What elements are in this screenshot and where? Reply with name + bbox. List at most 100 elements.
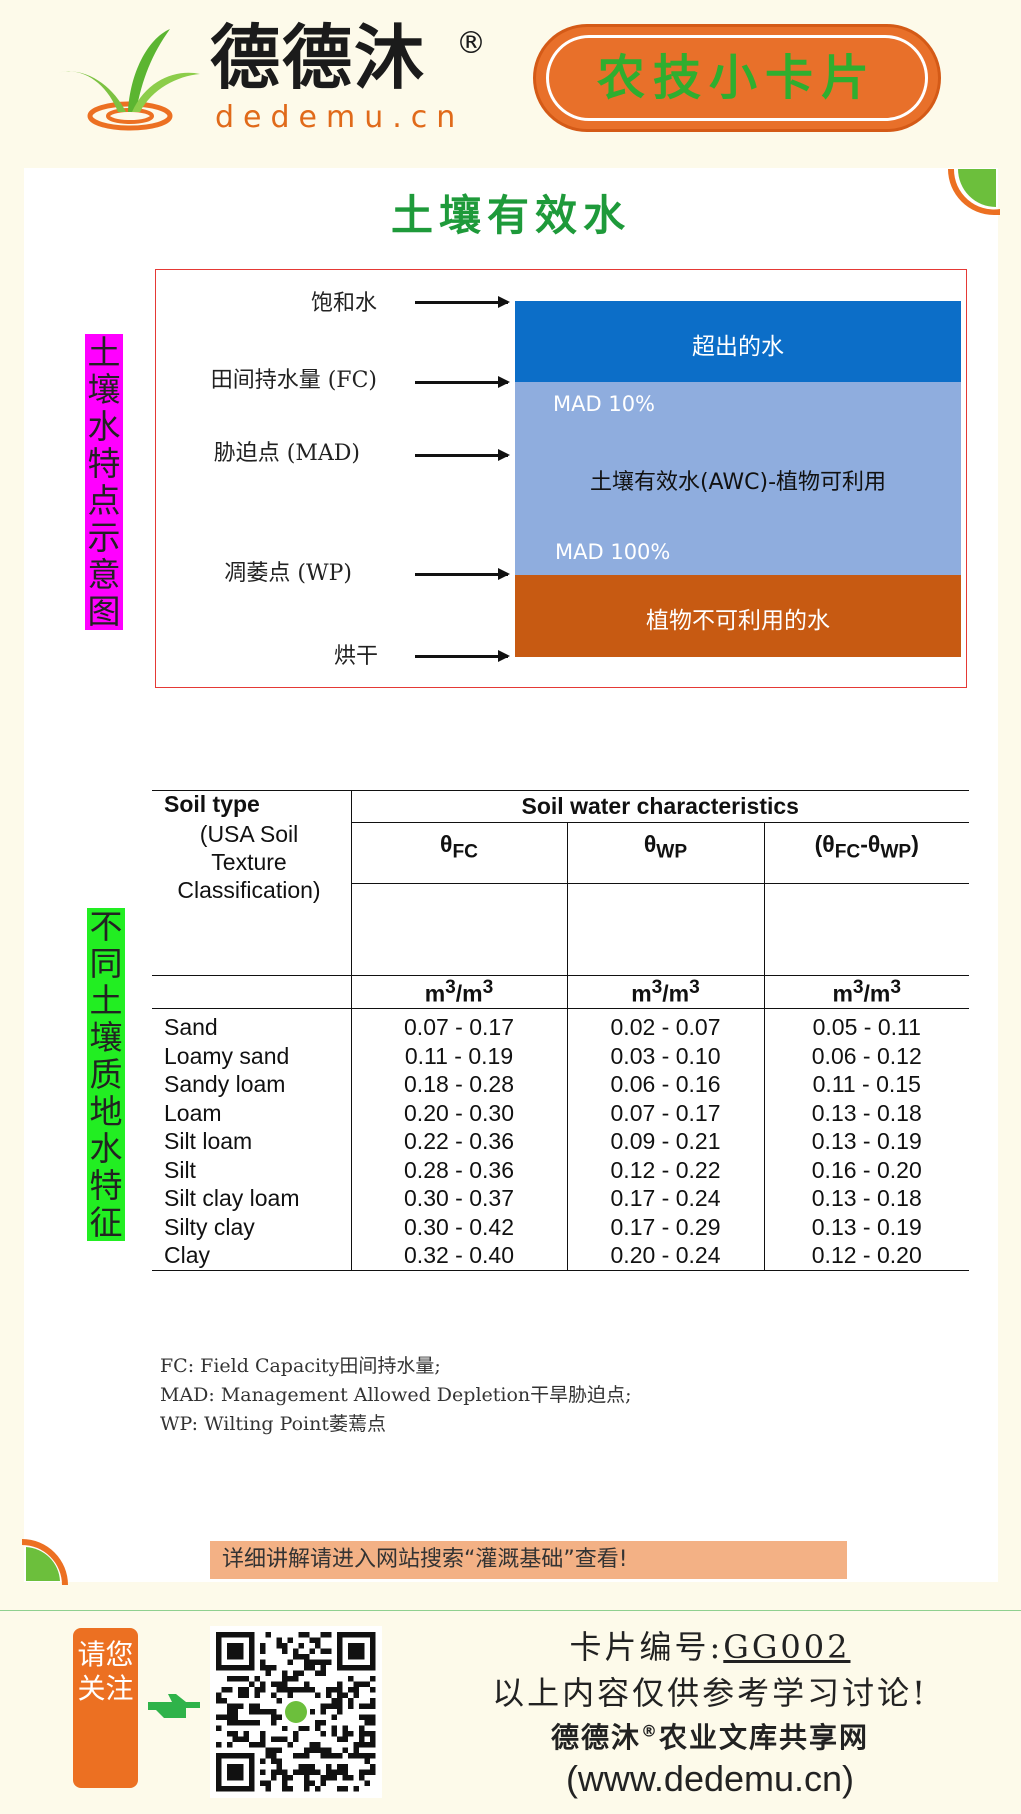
- value-cell: 0.06 - 0.12: [811, 1042, 922, 1069]
- value-cell: 0.28 - 0.36: [351, 1155, 568, 1184]
- value-cell: 0.07 - 0.17: [567, 1098, 765, 1127]
- soil-type-cell: Silt: [152, 1155, 352, 1184]
- value-cell: 0.16 - 0.20: [811, 1156, 922, 1183]
- value-cell: 0.18 - 0.28: [351, 1070, 568, 1099]
- site-name: 德德沐®农业文库共享网: [550, 1721, 870, 1754]
- soil-type-header: Soil type (USA Soil Texture Classificati…: [152, 790, 352, 976]
- value-cell: 0.12 - 0.22: [567, 1155, 765, 1184]
- qr-code-icon: [216, 1632, 376, 1792]
- value-cell: 0.32 - 0.40: [351, 1241, 568, 1270]
- value-cell: 0.06 - 0.16: [567, 1070, 765, 1099]
- registered-mark: ®: [456, 26, 486, 61]
- card-type-badge: [533, 24, 941, 132]
- value-cell: 0.20 - 0.24: [567, 1241, 765, 1270]
- note-wp: WP: Wilting Point萎蔫点: [160, 1413, 386, 1435]
- card-number: 卡片编号:GG002: [569, 1628, 851, 1666]
- note-mad: MAD: Management Allowed Depletion干旱胁迫点;: [160, 1384, 632, 1406]
- arrow-icon: [415, 376, 510, 388]
- value-cell: 0.05 - 0.11: [812, 1014, 921, 1040]
- unit-diff: m3/m3: [832, 976, 902, 1007]
- value-cell: 0.07 - 0.17: [351, 1008, 568, 1042]
- blank-cell: [152, 975, 352, 1009]
- blank-cell: [764, 884, 969, 976]
- soil-type-cell: Loam: [152, 1098, 352, 1127]
- zone-unavailable-water: 植物不可利用的水: [515, 575, 961, 657]
- value-cell: 0.11 - 0.19: [351, 1041, 568, 1070]
- card-type-badge-ring: [546, 35, 928, 121]
- col-header-theta-diff: (θFC-θWP): [764, 822, 969, 884]
- blank-cell: [351, 883, 568, 976]
- zone-awc-label: 土壤有效水(AWC)-植物可利用: [589, 470, 887, 495]
- value-cell: 0.12 - 0.20: [811, 1242, 922, 1268]
- disclaimer: 以上内容仅供参考学习讨论!: [492, 1674, 928, 1712]
- zone-excess-label: 超出的水: [692, 334, 784, 360]
- site-url[interactable]: (www.dedemu.cn): [565, 1758, 855, 1799]
- soil-type-cell: Sandy loam: [152, 1070, 352, 1099]
- soil-type-cell: Clay: [152, 1241, 352, 1270]
- value-cell: 0.02 - 0.07: [567, 1008, 765, 1042]
- level-label-mad: 胁迫点 (MAD): [213, 441, 360, 466]
- zone-available-water: MAD 10% 土壤有效水(AWC)-植物可利用 MAD 100%: [515, 382, 961, 575]
- soil-type-cell: Silt loam: [152, 1127, 352, 1156]
- website-search-hint: 详细讲解请进入网站搜索“灌溉基础”查看!: [210, 1541, 847, 1579]
- value-cell: 0.30 - 0.37: [351, 1184, 568, 1213]
- arrow-icon: [415, 449, 510, 461]
- card-number-value: GG002: [723, 1628, 851, 1666]
- blank-cell: [567, 883, 765, 976]
- soil-type-cell: Sand: [152, 1008, 352, 1042]
- qr-code[interactable]: [210, 1626, 382, 1798]
- value-cell: 0.13 - 0.18: [811, 1185, 922, 1211]
- value-cell: 0.11 - 0.15: [812, 1071, 921, 1097]
- card-title: 土壤有效水: [390, 191, 631, 240]
- value-cell: 0.09 - 0.21: [567, 1127, 765, 1156]
- brand-logo-icon: [54, 29, 200, 131]
- value-cell: 0.13 - 0.19: [811, 1128, 922, 1154]
- arrow-icon: [415, 650, 510, 662]
- level-label-saturation: 饱和水: [310, 291, 377, 316]
- footer-divider: [0, 1610, 1021, 1611]
- value-cell: 0.17 - 0.29: [567, 1212, 765, 1241]
- diagram-side-label: 土壤水特点示意图: [85, 334, 123, 630]
- corner-ornament-icon: [948, 169, 1000, 215]
- zone-unavailable-label: 植物不可利用的水: [646, 608, 830, 634]
- value-cell: 0.13 - 0.19: [811, 1213, 922, 1240]
- col-header-theta-fc: θFC: [351, 822, 568, 884]
- value-cell: 0.17 - 0.24: [567, 1184, 765, 1213]
- value-cell: 0.20 - 0.30: [351, 1098, 568, 1127]
- brand-url: dedemu.cn: [215, 100, 465, 135]
- unit-fc: m3/m3: [351, 975, 568, 1009]
- value-cell: 0.13 - 0.18: [811, 1099, 922, 1126]
- follow-us-badge: 请您关注: [73, 1628, 138, 1788]
- value-cell: 0.30 - 0.42: [351, 1212, 568, 1241]
- value-cell: 0.22 - 0.36: [351, 1127, 568, 1156]
- value-cell: 0.03 - 0.10: [567, 1041, 765, 1070]
- level-label-oven-dry: 烘干: [333, 644, 378, 669]
- soil-type-title: Soil type: [164, 791, 260, 817]
- col-header-theta-wp: θWP: [567, 822, 765, 884]
- mad-top-label: MAD 10%: [553, 392, 656, 416]
- abbreviation-notes: FC: Field Capacity田间持水量; MAD: Management…: [160, 1352, 632, 1439]
- soil-type-cell: Silty clay: [152, 1212, 352, 1241]
- level-label-wp: 凋萎点 (WP): [224, 561, 352, 586]
- card-type-badge-label: 农技小卡片: [596, 50, 877, 106]
- zone-excess-water: 超出的水: [515, 301, 961, 382]
- soil-type-cell: Loamy sand: [152, 1041, 352, 1070]
- mad-bottom-label: MAD 100%: [555, 540, 671, 564]
- pointing-hand-icon: [148, 1694, 200, 1718]
- corner-ornament-icon: [22, 1539, 68, 1585]
- level-label-fc: 田间持水量 (FC): [210, 368, 377, 393]
- soil-type-subtitle: (USA Soil Texture Classification): [177, 821, 321, 903]
- arrow-icon: [415, 568, 510, 580]
- unit-wp: m3/m3: [567, 975, 765, 1009]
- table-side-label: 不同土壤质地水特征: [87, 908, 125, 1241]
- soil-water-table: Soil type (USA Soil Texture Classificati…: [152, 790, 969, 1270]
